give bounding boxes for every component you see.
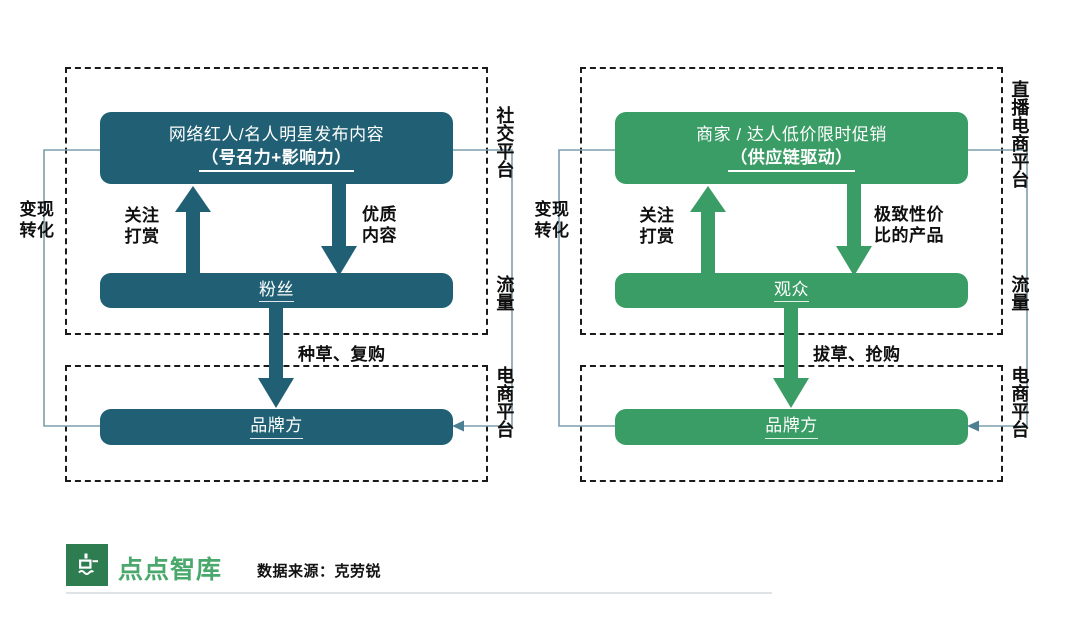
- social-audience-node-label: 粉丝: [259, 279, 294, 303]
- brand-name: 点点智库: [118, 556, 223, 584]
- social-down-arrow-label: 优质 内容: [362, 205, 397, 246]
- social-right-label-bottom-text: 电商平台: [494, 366, 515, 438]
- livestream-cross-arrow-label: 拔草、抢购: [813, 345, 901, 364]
- livestream-top-node-line1: 商家 / 达人低价限时促销: [696, 125, 887, 145]
- social-right-label-bottom: 电商平台: [494, 366, 517, 438]
- livestream-right-label-middle: 流量: [1009, 275, 1032, 311]
- livestream-right-label-bottom-text: 电商平台: [1009, 366, 1030, 438]
- livestream-up-arrow: [690, 186, 726, 276]
- livestream-right-label-middle-text: 流量: [1009, 275, 1030, 311]
- right-monetization-label: 变现 转化: [534, 200, 570, 241]
- livestream-right-label-top: 直播电商平台: [1009, 80, 1032, 188]
- livestream-top-node-line2: （供应链驱动）: [728, 147, 855, 172]
- social-right-label-top: 社交平台: [494, 106, 517, 178]
- livestream-brand-node[interactable]: 品牌方: [615, 409, 968, 445]
- social-brand-node[interactable]: 品牌方: [100, 409, 453, 445]
- livestream-audience-node[interactable]: 观众: [615, 273, 968, 308]
- livestream-down-arrow-label: 极致性价 比的产品: [874, 205, 944, 246]
- social-top-node-line2: （号召力+影响力）: [199, 147, 354, 172]
- left-monetization-label: 变现 转化: [19, 200, 55, 241]
- social-right-label-top-text: 社交平台: [494, 106, 515, 178]
- social-cross-arrow: [258, 308, 294, 408]
- left-traffic-connector: [450, 143, 520, 433]
- right-traffic-connector: [965, 143, 1035, 433]
- social-brand-node-label: 品牌方: [250, 415, 303, 439]
- livestream-down-arrow: [836, 184, 872, 276]
- brand-logo-icon: [66, 544, 108, 586]
- livestream-up-arrow-label: 关注 打赏: [639, 206, 675, 247]
- livestream-cross-arrow: [773, 308, 809, 408]
- social-up-arrow: [175, 186, 211, 276]
- social-down-arrow: [321, 184, 357, 276]
- source-note: 数据来源：克劳锐: [257, 563, 382, 580]
- social-up-arrow-label: 关注 打赏: [124, 206, 160, 247]
- social-top-node-line1: 网络红人/名人明星发布内容: [168, 125, 385, 145]
- livestream-top-node[interactable]: 商家 / 达人低价限时促销 （供应链驱动）: [615, 112, 968, 184]
- livestream-audience-node-label: 观众: [774, 279, 809, 303]
- footer-divider: [66, 592, 772, 594]
- social-top-node[interactable]: 网络红人/名人明星发布内容 （号召力+影响力）: [100, 112, 453, 184]
- livestream-right-label-bottom: 电商平台: [1009, 366, 1032, 438]
- social-cross-arrow-label: 种草、复购: [298, 345, 386, 364]
- social-right-label-middle: 流量: [494, 275, 517, 311]
- livestream-right-label-top-text: 直播电商平台: [1009, 80, 1030, 188]
- livestream-brand-node-label: 品牌方: [765, 415, 818, 439]
- social-right-label-middle-text: 流量: [494, 275, 515, 311]
- social-audience-node[interactable]: 粉丝: [100, 273, 453, 308]
